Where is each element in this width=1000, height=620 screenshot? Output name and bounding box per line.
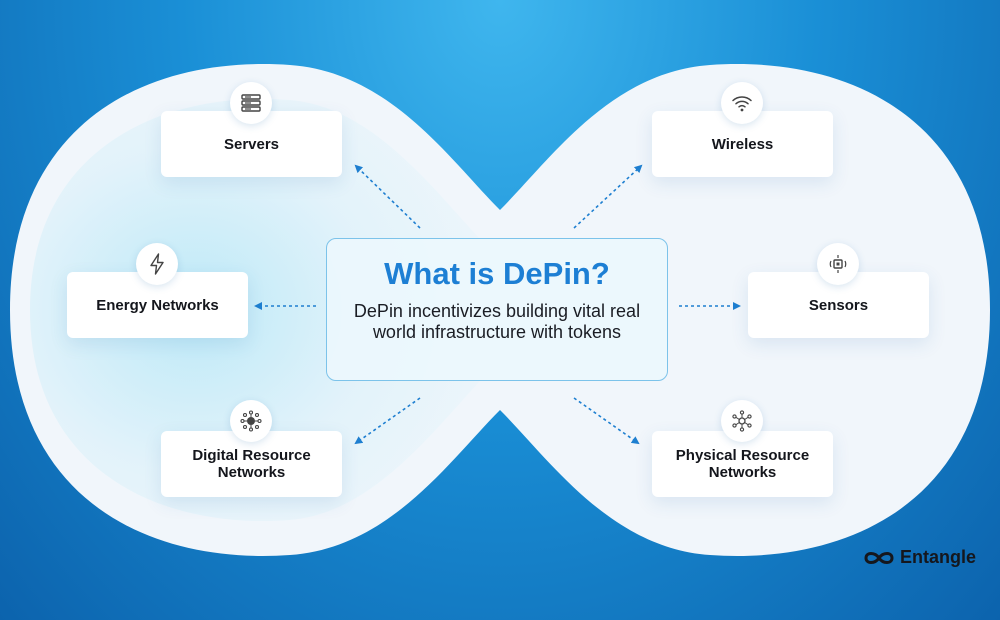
center-title: What is DePin? xyxy=(384,256,610,291)
node-card-wireless: Wireless xyxy=(652,111,833,177)
node-card-energy-networks: Energy Networks xyxy=(67,272,248,338)
lightning-icon xyxy=(136,243,178,285)
arrow-to-physical xyxy=(573,397,640,445)
node-label-energy-networks: Energy Networks xyxy=(96,296,219,314)
node-card-servers: Servers xyxy=(161,111,342,177)
sensor-chip-icon xyxy=(817,243,859,285)
center-description: DePin incentivizes building vital real w… xyxy=(353,301,641,342)
arrow-to-servers xyxy=(354,164,421,229)
logo-text: Entangle xyxy=(900,547,977,567)
network-nodes-icon xyxy=(721,400,763,442)
network-hub-icon xyxy=(230,400,272,442)
node-card-physical-resource-networks: Physical Resource Networks xyxy=(652,431,833,497)
node-label-digital-resource-networks: Digital Resource Networks xyxy=(192,447,311,481)
wifi-icon xyxy=(721,82,763,124)
node-card-digital-resource-networks: Digital Resource Networks xyxy=(161,431,342,497)
infinity-icon xyxy=(864,551,894,564)
arrow-to-digital xyxy=(354,397,421,445)
node-label-wireless: Wireless xyxy=(711,135,774,153)
node-label-servers: Servers xyxy=(223,135,280,153)
node-label-sensors: Sensors xyxy=(808,296,869,314)
entangle-logo: Entangle xyxy=(862,547,976,568)
center-definition-box: What is DePin? DePin incentivizes buildi… xyxy=(326,238,668,381)
server-rack-icon xyxy=(230,82,272,124)
arrow-to-wireless xyxy=(573,164,643,229)
node-label-physical-resource-networks: Physical Resource Networks xyxy=(675,447,810,481)
